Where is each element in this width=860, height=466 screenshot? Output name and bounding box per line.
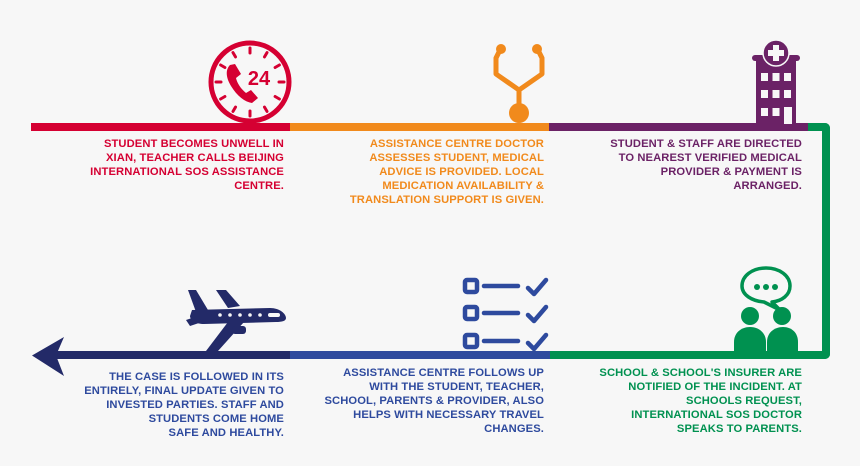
hospital-building-icon: [748, 40, 804, 124]
stethoscope-icon: [488, 40, 552, 124]
timeline-segment-red: [31, 123, 290, 131]
step-4-description: SCHOOL & SCHOOL'S INSURER ARE NOTIFIED O…: [599, 367, 802, 435]
checklist-icon: [462, 276, 552, 352]
timeline-segment-green: [550, 351, 810, 359]
clock-24-phone-icon: 24: [206, 38, 294, 126]
step-5-description: ASSISTANCE CENTRE FOLLOWS UP WITH THE ST…: [324, 367, 544, 435]
step-1-description: STUDENT BECOMES UNWELL IN XIAN, TEACHER …: [90, 138, 284, 192]
timeline-segment-green-connector: [808, 123, 830, 359]
airplane-icon: [184, 288, 290, 352]
timeline-segment-purple: [549, 123, 808, 131]
timeline-segment-blue: [290, 351, 550, 359]
clock-24-label: 24: [248, 68, 271, 90]
timeline-segment-orange: [290, 123, 549, 131]
timeline-segment-navy: [56, 351, 290, 359]
step-6-description: THE CASE IS FOLLOWED IN ITS ENTIRELY, FI…: [84, 371, 284, 439]
arrow-left-icon: [32, 337, 64, 376]
step-2-description: ASSISTANCE CENTRE DOCTOR ASSESSES STUDEN…: [349, 138, 544, 206]
step-3-description: STUDENT & STAFF ARE DIRECTED TO NEAREST …: [610, 138, 802, 192]
people-chat-icon: [734, 264, 798, 352]
